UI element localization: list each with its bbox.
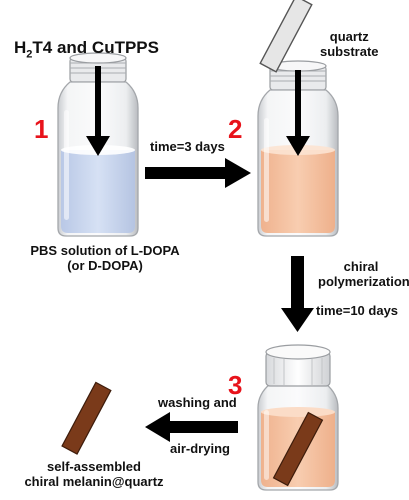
- arrow-step3-to-product: [145, 412, 238, 442]
- time-10-days-label: time=10 days: [316, 303, 399, 318]
- quartz-substrate: [259, 0, 313, 73]
- melanin-quartz-in-vial: [272, 411, 324, 487]
- arrow-step1-to-step2: [145, 158, 251, 188]
- arrow-reagents-down: [86, 66, 110, 156]
- washing-label: washing and: [158, 395, 237, 410]
- melanin-quartz-product: [61, 381, 112, 455]
- vial-3: [257, 344, 339, 491]
- arrow-quartz-down: [286, 70, 310, 156]
- step-1-number: 1: [34, 114, 49, 144]
- step-3-number: 3: [228, 370, 243, 400]
- air-drying-label: air-drying: [170, 441, 230, 456]
- vial-2: [257, 60, 339, 237]
- pbs-solution-label: PBS solution of L-DOPA (or D-DOPA): [30, 243, 180, 273]
- product-label: self-assembled chiral melanin@quartz: [24, 459, 164, 489]
- step-2-number: 2: [228, 114, 243, 144]
- chiral-polymerization-label: chiral polymerization: [318, 259, 409, 289]
- time-3-days-label: time=3 days: [150, 139, 225, 154]
- arrow-step2-to-step3: [281, 256, 314, 332]
- quartz-substrate-label: quartz substrate: [320, 29, 379, 59]
- reagents-label: H2T4 and CuTPPS: [14, 38, 159, 61]
